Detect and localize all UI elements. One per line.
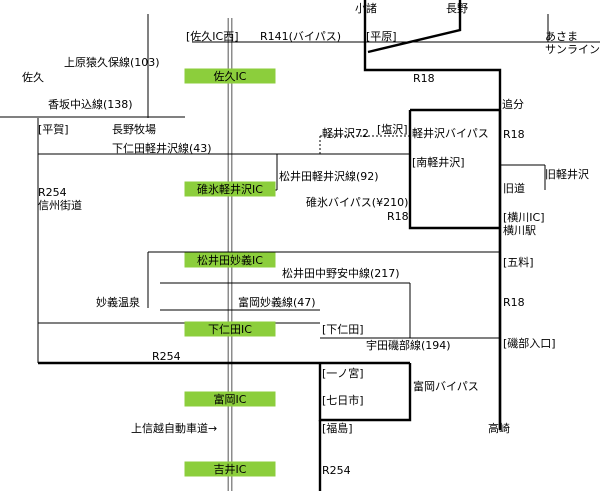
junction-minami-karuizawa: [南軽井沢] <box>412 156 465 169</box>
place-yokokawa-eki: 横川駅 <box>503 224 536 237</box>
road-usui-bypass: 碓氷バイパス(¥210) <box>306 196 409 209</box>
place-oiwake: 追分 <box>502 98 524 111</box>
road-tomioka-myogi: 富岡妙義線(47) <box>238 296 316 309</box>
ic-yoshii[interactable]: 吉井IC <box>213 463 247 476</box>
junction-hiraga: [平賀] <box>38 123 69 136</box>
place-asama-sunline: あさま サンライン <box>545 30 600 56</box>
junction-yokokawa-ic: [横川IC] <box>503 211 545 224</box>
road-r254-a: R254 信州街道 <box>38 186 82 212</box>
road-matsuida-karuizawa: 松井田軽井沢線(92) <box>279 170 379 183</box>
road-uehara-sakuho: 上原猿久保線(103) <box>64 56 160 69</box>
ic-shimonita[interactable]: 下仁田IC <box>208 323 252 336</box>
junction-hirahara: [平原] <box>366 30 397 43</box>
national-roads <box>38 0 502 491</box>
junction-isobe-iriguchi: [磯部入口] <box>503 337 556 350</box>
junction-shimonita: [下仁田] <box>322 323 364 336</box>
place-saku: 佐久 <box>22 71 44 84</box>
ic-matsuida-myogi[interactable]: 松井田妙義IC <box>197 254 263 267</box>
ic-tomioka[interactable]: 富岡IC <box>213 393 247 406</box>
road-matsuida-nakano: 松井田中野安中線(217) <box>282 267 400 280</box>
road-karuizawa-bypass: 軽井沢バイパス <box>412 127 489 140</box>
place-takasaki: 高崎 <box>488 422 510 435</box>
place-nagano: 長野 <box>446 2 468 15</box>
place-nagano-bokujo: 長野牧場 <box>112 123 156 136</box>
junction-saku-ic-west: [佐久IC西] <box>186 30 239 43</box>
junction-goryo: [五料] <box>503 256 534 269</box>
road-r18-a: R18 <box>413 72 435 85</box>
junction-nanokaichi: [七日市] <box>322 394 364 407</box>
ic-usui-karuizawa[interactable]: 碓氷軽井沢IC <box>197 183 263 196</box>
road-r18-d: R18 <box>503 296 525 309</box>
road-r18-b: R18 <box>503 128 525 141</box>
road-r18-c: R18 <box>387 210 409 223</box>
place-komoro: 小諸 <box>355 2 377 15</box>
ic-saku[interactable]: 佐久IC <box>213 70 247 83</box>
road-kosaka-nakagomi: 香坂中込線(138) <box>48 98 133 111</box>
road-kyu-michi: 旧道 <box>503 182 525 195</box>
road-r254-c: R254 <box>322 464 351 477</box>
road-r254-b: R254 <box>152 350 181 363</box>
junction-ichinomiya: [一ノ宮] <box>322 367 364 380</box>
road-uda-isobe: 宇田磯部線(194) <box>366 339 451 352</box>
junction-shiozawa: [塩沢] <box>377 123 408 136</box>
road-r141-bypass: R141(バイパス) <box>260 30 342 43</box>
label-jojo-expressway: 上信越自動車道→ <box>131 422 218 435</box>
road-shimonita-karuizawa: 下仁田軽井沢線(43) <box>112 142 212 155</box>
place-kyu-karuizawa: 旧軽井沢 <box>545 168 589 181</box>
place-myogi-onsen: 妙義温泉 <box>96 296 140 309</box>
junction-fukushima: [福島] <box>322 422 353 435</box>
ic-boxes <box>184 68 276 477</box>
road-karuizawa72: 軽井沢72 <box>322 127 369 140</box>
road-tomioka-bypass: 富岡バイパス <box>413 380 479 393</box>
local-roads <box>0 14 600 491</box>
